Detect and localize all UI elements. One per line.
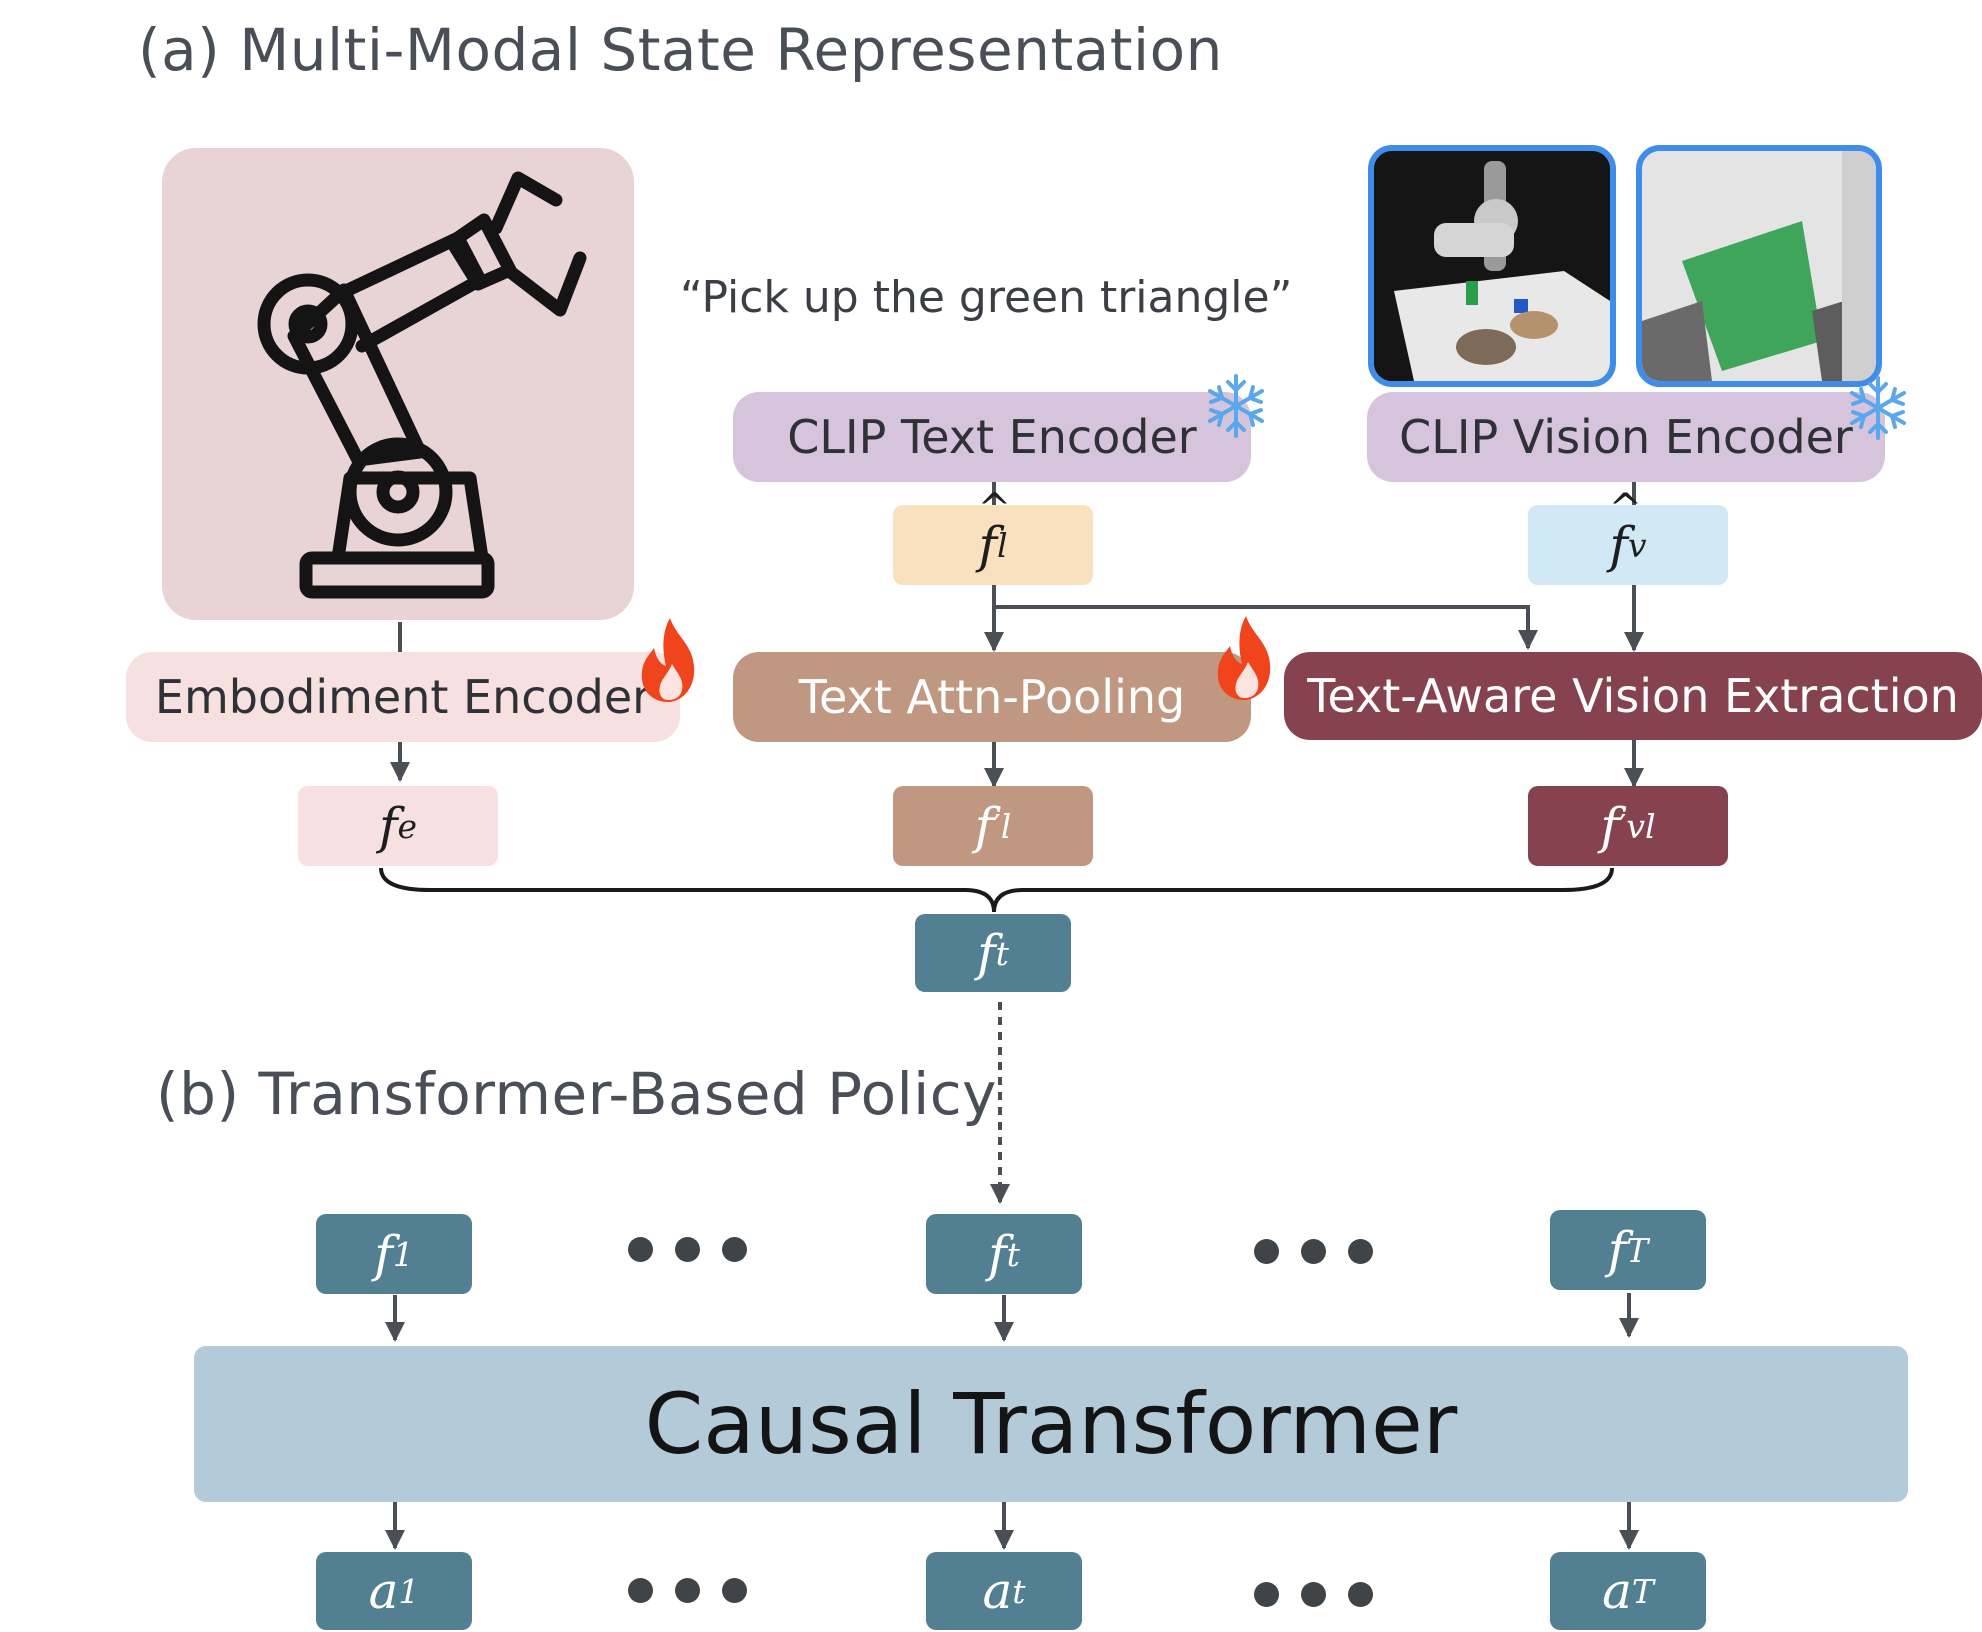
text-attn-pooling-box: Text Attn-Pooling <box>733 652 1251 742</box>
ellipsis-dots <box>628 1578 747 1603</box>
robot-arm-icon <box>257 171 587 599</box>
embodiment-encoder-box: Embodiment Encoder <box>126 652 680 742</box>
flame-icon <box>641 618 695 702</box>
ellipsis-dots <box>1254 1239 1373 1264</box>
text-aware-vision-extraction-box: Text-Aware Vision Extraction <box>1284 652 1982 740</box>
ellipsis-dots <box>628 1237 747 1262</box>
ellipsis-dots <box>1254 1582 1373 1607</box>
feature-f-l-hat: f^l <box>893 486 1093 585</box>
section-a-title: (a) Multi-Modal State Representation <box>138 16 1223 84</box>
arrow-flhat-to-vision-extraction <box>994 605 1538 650</box>
feature-f-vl-prime: f′vl <box>1528 786 1728 866</box>
feature-f-v-hat: f^v <box>1528 486 1728 585</box>
instruction-text: “Pick up the green triangle” <box>680 272 1293 323</box>
brace-merge <box>379 867 1614 913</box>
camera-view-icon <box>1368 145 1616 387</box>
clip-text-encoder-box: CLIP Text Encoder <box>733 392 1251 482</box>
wrist-camera-view-icon <box>1636 145 1882 387</box>
causal-transformer-block: Causal Transformer <box>194 1346 1908 1502</box>
flame-icon <box>1217 616 1271 700</box>
robot-panel <box>162 148 634 620</box>
clip-vision-encoder-box: CLIP Vision Encoder <box>1367 392 1885 482</box>
snowflake-icon <box>1208 374 1264 438</box>
section-b-title: (b) Transformer-Based Policy <box>156 1060 998 1128</box>
snowflake-icon <box>1850 376 1906 440</box>
feature-f-l-prime: f′l <box>893 786 1093 866</box>
